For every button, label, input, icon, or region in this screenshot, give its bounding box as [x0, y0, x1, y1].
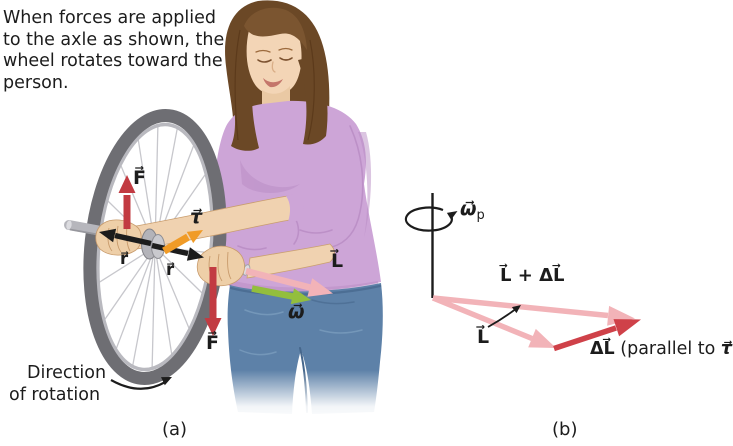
momentum-arrow	[431, 295, 556, 348]
rotation-direction-label: Direction of rotation	[9, 363, 107, 405]
precession-rate-label: ω⃗p	[460, 198, 485, 223]
figure-fade	[218, 370, 400, 422]
panel-a-label: (a)	[162, 419, 188, 440]
rotation-direction-arrow	[110, 377, 172, 390]
omega-p-symbol: ω⃗	[460, 198, 477, 220]
precession-circulation-arrow	[404, 206, 458, 232]
delta-tau-symbol: τ⃗	[720, 339, 733, 359]
angular-momentum-label: L⃗	[331, 250, 344, 272]
near-forearm	[246, 243, 335, 279]
momentum-label: L⃗	[477, 326, 490, 348]
torque-label: τ⃗	[190, 206, 203, 228]
angular-momentum-arrow	[245, 267, 333, 297]
force-down-arrow	[204, 267, 222, 336]
delta-momentum-label: ΔL⃗ (parallel to τ⃗)	[590, 339, 733, 359]
momentum-sum-label: L⃗ + ΔL⃗	[500, 265, 565, 286]
force-down-label: F⃗	[206, 332, 219, 354]
angular-velocity-arrow	[251, 285, 311, 305]
sweep-direction-arrow	[487, 305, 521, 328]
near-hand	[196, 245, 245, 287]
hair-strands	[234, 29, 315, 141]
radius-right-label: r⃗	[166, 260, 175, 279]
delta-l-symbol: ΔL⃗	[590, 339, 615, 359]
facial-features	[255, 47, 293, 88]
force-up-label: F⃗	[133, 167, 146, 189]
panel-b-label: (b)	[552, 419, 578, 440]
caption-text: When forces are applied to the axle as s…	[3, 8, 225, 93]
delta-paren-open: (parallel to	[614, 339, 721, 359]
precession-diagram	[404, 193, 641, 352]
hair-fringe	[244, 7, 307, 50]
torque-arrow	[162, 230, 203, 255]
angular-velocity-label: ω⃗	[288, 301, 305, 323]
delta-momentum-arrow	[553, 319, 641, 352]
radius-left-arrow	[99, 228, 152, 247]
force-up-arrow	[118, 175, 136, 229]
radius-left-label: r⃗	[120, 249, 129, 268]
crossing-arm-sleeve	[286, 194, 304, 222]
omega-p-subscript: p	[476, 208, 485, 223]
